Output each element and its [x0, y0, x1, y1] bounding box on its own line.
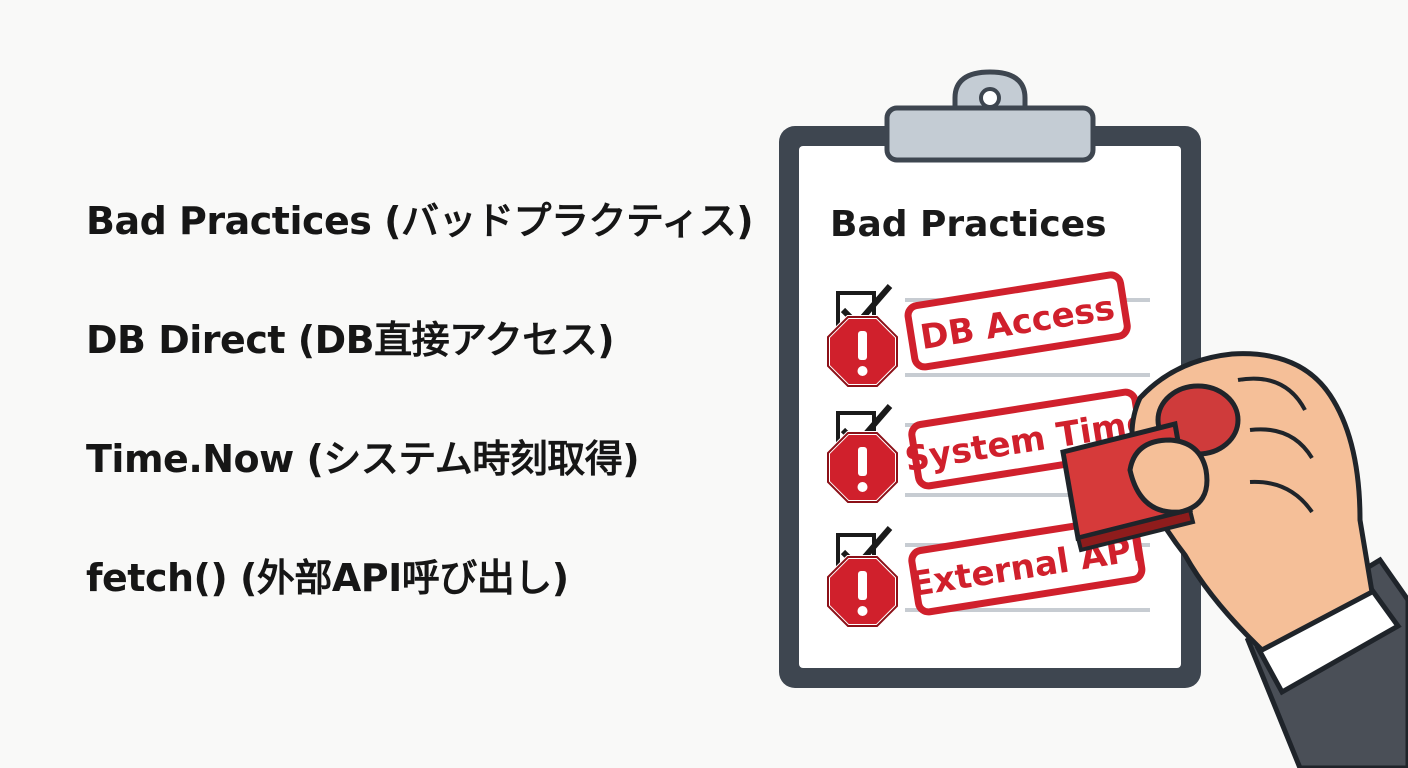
list-item-db-direct: DB Direct (DB直接アクセス) [86, 318, 615, 362]
stop-warning-icon [826, 315, 899, 388]
list-item-heading: Bad Practices (バッドプラクティス) [86, 199, 754, 243]
clipboard-clip-icon [884, 69, 1096, 163]
clipboard-title: Bad Practices [830, 204, 1107, 245]
stop-warning-icon [826, 555, 899, 628]
rubber-stamp-icon [1060, 383, 1241, 553]
bad-practices-list: Bad Practices (バッドプラクティス) DB Direct (DB直… [86, 190, 754, 609]
list-item-time-now: Time.Now (システム時刻取得) [86, 437, 640, 481]
stamp-db-access: DB Access [904, 271, 1131, 371]
stop-warning-icon [826, 431, 899, 504]
list-item-fetch: fetch() (外部API呼び出し) [86, 556, 569, 600]
